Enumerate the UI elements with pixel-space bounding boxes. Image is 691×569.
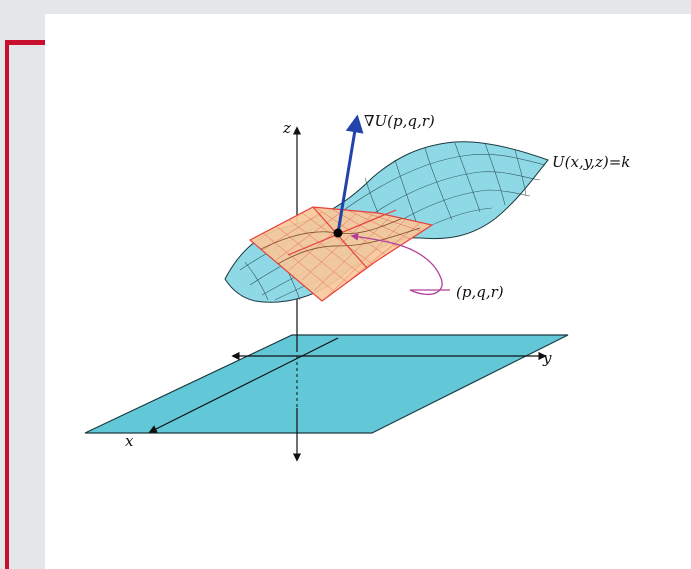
tangent-line-b	[312, 206, 368, 269]
z-axis-label: z	[282, 119, 291, 137]
point-pointer-curve	[350, 232, 443, 295]
accent-bar-vertical	[5, 40, 9, 569]
tangent-plane	[248, 206, 434, 302]
accent-bar-horizontal	[5, 40, 45, 45]
point-label: (p,q,r)	[456, 283, 504, 301]
x-axis-line	[148, 337, 339, 433]
y-axis-label: y	[542, 349, 552, 367]
top-band	[0, 0, 691, 14]
surface-equation-label: U(x,y,z)=k	[552, 153, 630, 171]
content-panel	[45, 14, 691, 569]
gradient-label: ∇U(p,q,r)	[364, 112, 435, 130]
point-pqr-dot	[333, 228, 343, 238]
x-axis-label: x	[125, 432, 134, 450]
gradient-vector	[336, 114, 364, 234]
xy-plane	[84, 334, 569, 434]
